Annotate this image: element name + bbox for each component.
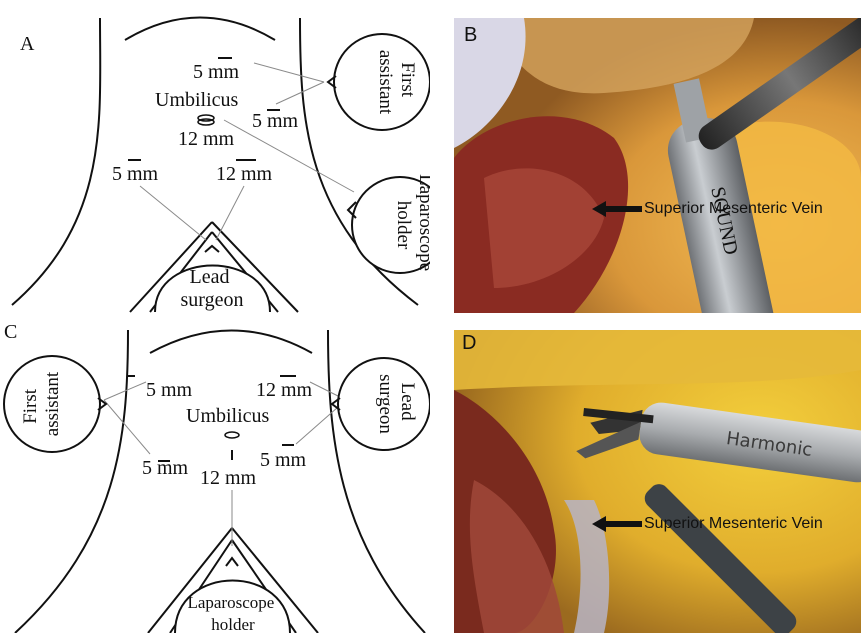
port-label-5mm: 5 mm [252,110,299,132]
port-label-5mm: 5 mm [112,163,159,185]
port-label-5mm: 5 mm [146,379,193,401]
port-label-12mm: 12 mm [256,379,313,401]
laparoscope-holder-nose [226,558,238,566]
vein-label-d: Superior Mesenteric Vein [644,515,823,533]
port-label-5mm: 5 mm [142,457,189,479]
umbilicus-label: Umbilicus [186,405,270,427]
port-label-12mm: 12 mm [200,467,257,489]
body-outline-left [12,18,100,305]
port-label-5mm: 5 mm [193,61,240,83]
first-assistant-line1: First [397,62,418,98]
panel-c-diagram: C 5 mm 12 mm Umbilicus 5 mm 5 mm 12 mm F… [0,318,430,633]
vein-arrow-b [592,199,642,219]
vein-label-b: Superior Mesenteric Vein [644,200,823,218]
lead-surgeon-nose [205,246,219,252]
umbilicus-mark [225,432,239,438]
panel-d-scene [454,330,861,633]
rib-margin [125,18,275,41]
panel-b-photo: SOUND B Superior Mesenteric Vein [454,18,861,313]
lead-surgeon-label: Lead surgeon [181,266,244,311]
first-assistant-line2: assistant [375,50,396,115]
lead-surgeon-label: Lead surgeon [375,374,418,434]
port-label-5mm: 5 mm [260,449,307,471]
panel-b-scene: SOUND [454,18,861,313]
port-label-12mm: 12 mm [216,163,273,185]
panel-b-letter: B [464,24,477,47]
panel-c-letter: C [4,321,17,343]
panel-a-diagram: A 5 mm Umbilicus 5 mm 12 mm 5 mm 12 mm F… [0,0,430,315]
leader-line [104,400,150,454]
leader-line [140,186,206,240]
panel-a-letter: A [20,33,35,55]
panel-d-letter: D [462,332,476,355]
vein-arrow-d [592,514,642,534]
umbilicus-label: Umbilicus [155,89,239,111]
leader-line [216,186,244,240]
panel-d-photo: Harmonic D Superior Mesenteric Vein [454,330,861,633]
rib-margin [150,331,312,354]
port-label-12mm: 12 mm [178,128,235,150]
umbilicus-mark [198,119,214,125]
leader-line [276,82,324,104]
leader-line [254,63,324,82]
